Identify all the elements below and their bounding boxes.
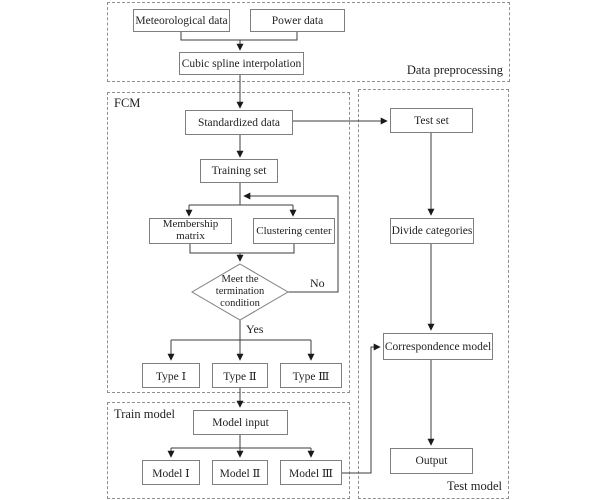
- group-label-data-preprocessing: Data preprocessing: [406, 63, 503, 77]
- node-membership-matrix: Membership matrix: [149, 218, 232, 244]
- node-model-3: Model Ⅲ: [280, 460, 342, 485]
- group-label-test-model: Test model: [446, 479, 502, 493]
- edge-model3-to-correspondence: [342, 343, 381, 474]
- group-data-preprocessing: Data preprocessing: [107, 2, 510, 82]
- node-clustering-center: Clustering center: [253, 218, 335, 244]
- decision-diamond-shape: [191, 263, 289, 321]
- node-power-data: Power data: [250, 9, 345, 32]
- edge-label-yes: Yes: [246, 322, 264, 336]
- node-meteorological-data: Meteorological data: [133, 9, 230, 32]
- node-type-1: Type Ⅰ: [142, 363, 200, 388]
- group-train-model: Train model: [107, 402, 350, 499]
- node-model-1: Model Ⅰ: [142, 460, 200, 485]
- edge-merge-sources: [180, 32, 298, 41]
- edge-label-no: No: [310, 276, 325, 290]
- group-label-fcm: FCM: [114, 96, 141, 110]
- node-training-set: Training set: [200, 159, 278, 183]
- node-standardized-data: Standardized data: [185, 110, 293, 135]
- group-fcm: FCM: [107, 92, 350, 393]
- node-divide-categories: Divide categories: [390, 218, 474, 244]
- node-type-2: Type Ⅱ: [212, 363, 268, 388]
- group-test-model: Test model: [358, 89, 509, 499]
- group-label-train-model: Train model: [114, 407, 175, 421]
- node-correspondence-model: Correspondence model: [383, 333, 493, 360]
- node-model-2: Model Ⅱ: [212, 460, 268, 485]
- decision-diamond-text: Meet the termination condition: [215, 274, 265, 309]
- node-type-3: Type Ⅲ: [280, 363, 342, 388]
- node-cubic-spline-interpolation: Cubic spline interpolation: [179, 52, 304, 75]
- edge-no-feedback: [243, 192, 339, 293]
- edge-merge-to-decision: [189, 244, 295, 254]
- node-model-input: Model input: [193, 410, 288, 435]
- node-test-set: Test set: [390, 108, 473, 133]
- node-output: Output: [390, 448, 473, 474]
